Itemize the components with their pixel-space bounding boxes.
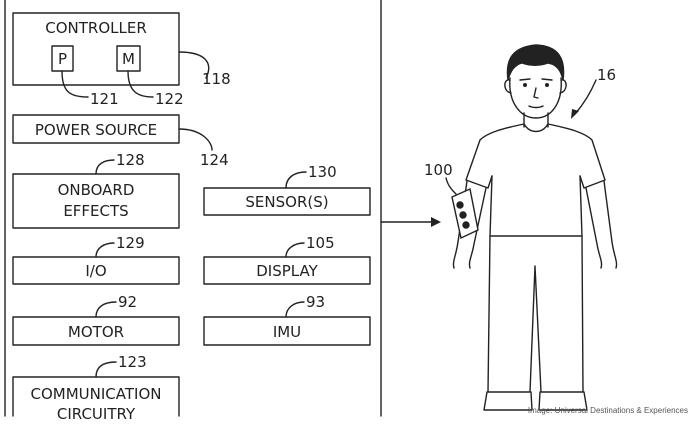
leader-105 <box>285 242 305 258</box>
leader-130 <box>285 171 307 189</box>
motor-label: MOTOR <box>68 323 124 341</box>
leader-128 <box>95 159 115 175</box>
leader-123 <box>95 361 117 378</box>
connection-arrowhead <box>431 217 441 227</box>
controller-box <box>12 12 180 86</box>
leader-16 <box>574 79 597 115</box>
io-label: I/O <box>85 262 106 280</box>
communication-label-line1: COMMUNICATION <box>31 385 162 403</box>
ref-124: 124 <box>200 151 229 169</box>
ref-93: 93 <box>306 293 325 311</box>
ref-121: 121 <box>90 90 119 108</box>
imu-label: IMU <box>273 323 301 341</box>
processor-label: P <box>58 50 67 68</box>
leader-100 <box>445 177 457 195</box>
controller-label: CONTROLLER <box>45 19 147 37</box>
leader-118 <box>178 51 210 79</box>
ref-92: 92 <box>118 293 137 311</box>
leader-122 <box>127 70 154 98</box>
ref-100: 100 <box>424 161 453 179</box>
ref-123: 123 <box>118 353 147 371</box>
leader-124 <box>178 128 213 151</box>
image-credit: Image: Universal Destinations & Experien… <box>527 406 688 415</box>
leader-92 <box>95 301 117 318</box>
sensors-box <box>203 187 371 216</box>
sensors-label: SENSOR(S) <box>245 193 328 211</box>
leader-121 <box>61 70 89 98</box>
power-source-label: POWER SOURCE <box>35 121 157 139</box>
leader-16-arrowhead <box>571 109 579 119</box>
ref-128: 128 <box>116 151 145 169</box>
ref-129: 129 <box>116 234 145 252</box>
ref-118: 118 <box>202 70 231 88</box>
memory-label: M <box>122 50 135 68</box>
ref-105: 105 <box>306 234 335 252</box>
onboard-effects-label-line1: ONBOARD <box>58 181 135 199</box>
display-box <box>203 256 371 285</box>
hair <box>506 44 565 81</box>
person-figure <box>452 44 618 411</box>
imu-box <box>203 316 371 346</box>
display-label: DISPLAY <box>256 262 318 280</box>
ref-122: 122 <box>155 90 184 108</box>
leader-129 <box>95 242 115 258</box>
ref-16: 16 <box>597 66 616 84</box>
ref-130: 130 <box>308 163 337 181</box>
leader-93 <box>285 301 305 318</box>
communication-label-line2: CIRCUITRY <box>57 405 136 423</box>
wearable-device <box>451 188 479 240</box>
onboard-effects-label-line2: EFFECTS <box>63 202 128 220</box>
